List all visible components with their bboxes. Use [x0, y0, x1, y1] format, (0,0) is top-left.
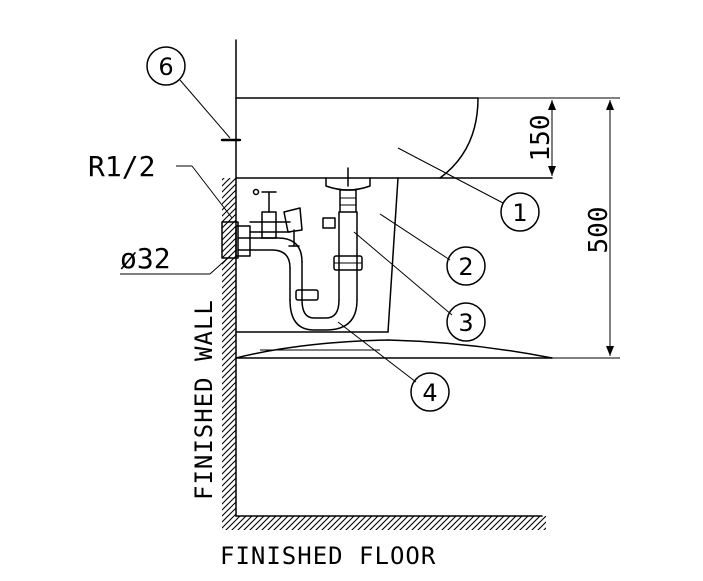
- finished-floor: [222, 515, 546, 530]
- finished-floor-label: FINISHED FLOOR: [220, 542, 436, 570]
- dimension-height: 500: [552, 100, 620, 359]
- svg-text:4: 4: [422, 379, 437, 407]
- dimension-500-text: 500: [584, 207, 614, 254]
- finished-wall-label: FINISHED WALL: [190, 299, 218, 500]
- dimension-overflow: 150: [478, 97, 620, 176]
- callout-1: 1: [397, 147, 540, 232]
- thread-label: R1/2: [88, 150, 233, 219]
- diameter-label: ø32: [120, 242, 231, 275]
- finished-wall: [222, 39, 237, 517]
- svg-text:1: 1: [512, 199, 527, 227]
- dimension-150-text: 150: [526, 115, 556, 162]
- callout-4: 4: [337, 321, 450, 412]
- basin: [235, 97, 553, 359]
- svg-text:ø32: ø32: [120, 242, 171, 275]
- svg-text:R1/2: R1/2: [88, 150, 155, 183]
- angle-valve: [221, 191, 303, 259]
- svg-text:2: 2: [458, 253, 473, 281]
- svg-text:3: 3: [458, 309, 473, 337]
- callout-6: 6: [146, 46, 242, 142]
- p-trap: [237, 211, 363, 331]
- svg-text:6: 6: [158, 53, 173, 81]
- callout-3: 3: [353, 231, 486, 342]
- waste-outlet: [325, 167, 371, 213]
- callout-2: 2: [379, 213, 486, 286]
